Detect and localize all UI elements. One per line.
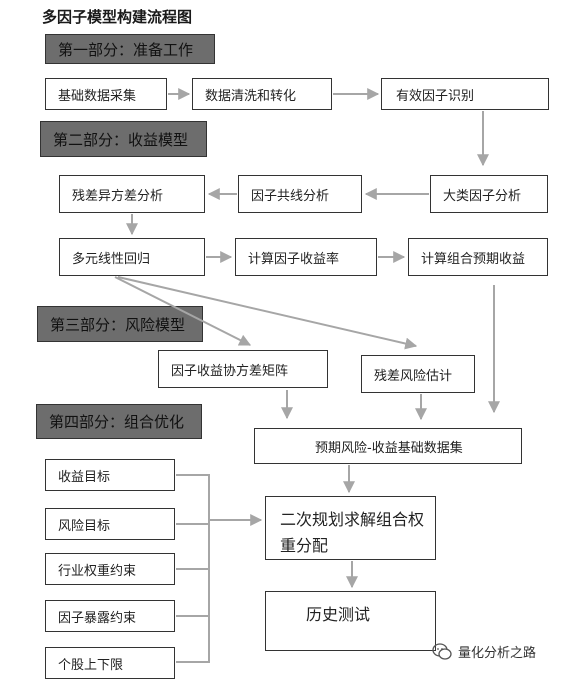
node-collinear: 因子共线分析 bbox=[238, 175, 362, 213]
wechat-icon bbox=[432, 642, 452, 660]
node-cov-matrix: 因子收益协方差矩阵 bbox=[158, 350, 328, 388]
node-target-return: 收益目标 bbox=[45, 459, 175, 491]
section-risk-model: 第三部分：风险模型 bbox=[37, 306, 203, 342]
node-exposure-constraint: 因子暴露约束 bbox=[45, 600, 175, 632]
watermark: 量化分析之路 bbox=[432, 642, 536, 661]
node-factor-return: 计算因子收益率 bbox=[235, 238, 377, 276]
node-target-risk: 风险目标 bbox=[45, 508, 175, 540]
node-data-clean: 数据清洗和转化 bbox=[192, 78, 332, 110]
section-portfolio-optimization: 第四部分：组合优化 bbox=[36, 404, 202, 439]
node-risk-return-data: 预期风险-收益基础数据集 bbox=[254, 428, 522, 464]
node-valid-factor: 有效因子识别 bbox=[381, 78, 549, 110]
node-residual-hetero: 残差异方差分析 bbox=[59, 175, 205, 213]
watermark-text: 量化分析之路 bbox=[458, 646, 537, 661]
node-industry-constraint: 行业权重约束 bbox=[45, 553, 175, 585]
node-regression: 多元线性回归 bbox=[59, 238, 205, 276]
node-residual-risk: 残差风险估计 bbox=[361, 355, 475, 393]
node-portfolio-return: 计算组合预期收益 bbox=[408, 238, 548, 276]
section-preparation: 第一部分：准备工作 bbox=[45, 34, 215, 64]
node-basic-data: 基础数据采集 bbox=[45, 78, 167, 110]
node-backtest: 历史测试 bbox=[265, 591, 436, 651]
diagram-title: 多因子模型构建流程图 bbox=[42, 8, 193, 26]
node-major-factor: 大类因子分析 bbox=[430, 175, 548, 213]
node-quadratic-programming: 二次规划求解组合权重分配 bbox=[265, 496, 436, 560]
node-stock-limit: 个股上下限 bbox=[45, 647, 175, 679]
section-return-model: 第二部分：收益模型 bbox=[40, 121, 207, 157]
